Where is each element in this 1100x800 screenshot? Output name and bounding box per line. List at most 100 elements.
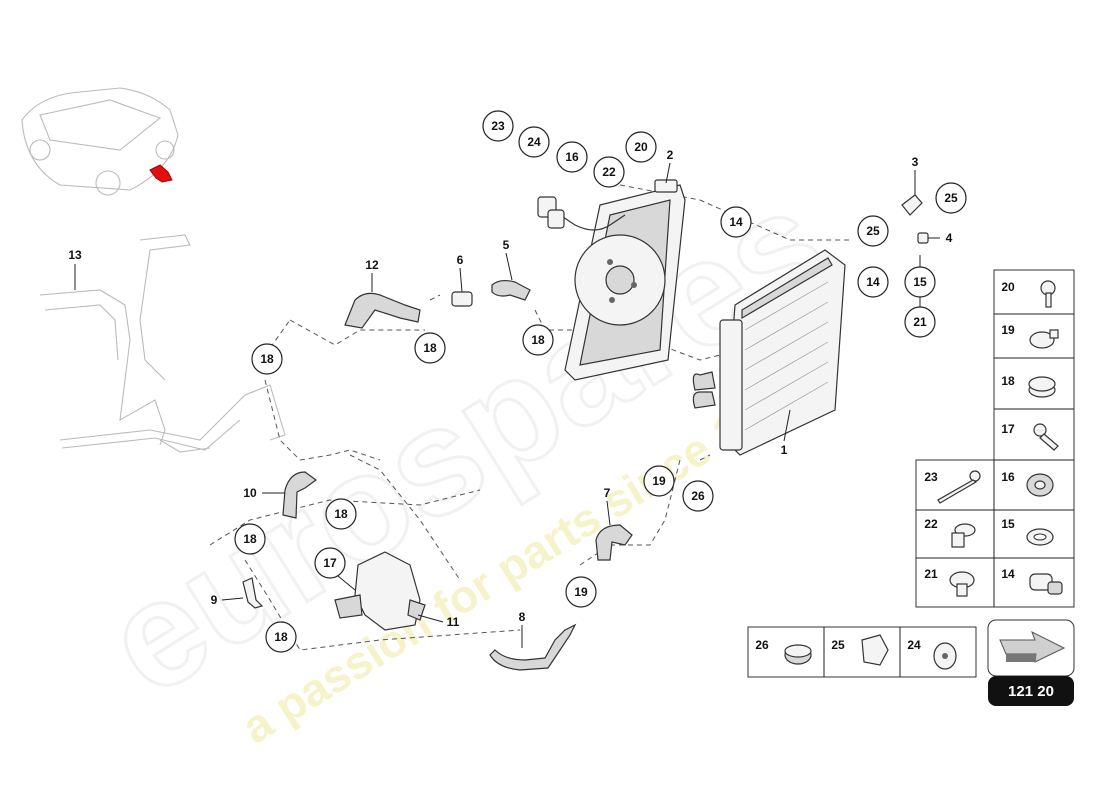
label-12: 12 (365, 258, 379, 272)
svg-text:18: 18 (531, 333, 545, 347)
label-11: 11 (447, 615, 460, 629)
hose-part-5 (491, 279, 531, 301)
callout-25-a: 25 (857, 215, 889, 247)
legend-23: 23 (924, 470, 938, 484)
callout-14-b: 14 (857, 266, 889, 298)
pump-part-11 (334, 551, 426, 631)
svg-text:20: 20 (634, 140, 648, 154)
hose-clamp-icon (1028, 376, 1056, 398)
label-7: 7 (604, 486, 611, 500)
fitting-icon (951, 523, 976, 548)
svg-text:18: 18 (334, 507, 348, 521)
bottom-legend-25: 25 (831, 638, 845, 652)
legend-21: 21 (924, 567, 938, 581)
svg-text:15: 15 (913, 275, 927, 289)
legend-20: 20 (1001, 280, 1015, 294)
svg-text:26: 26 (691, 489, 705, 503)
grommet-26-icon (784, 644, 812, 665)
legend-grid: 20 19 18 17 23 16 22 15 21 14 (915, 269, 1075, 608)
hose-part-10 (282, 471, 318, 519)
svg-text:23: 23 (491, 119, 505, 133)
highlighted-region (149, 164, 173, 183)
svg-text:24: 24 (527, 135, 541, 149)
svg-text:16: 16 (565, 150, 579, 164)
callout-16-top: 16 (556, 141, 588, 173)
label-6: 6 (457, 253, 464, 267)
svg-text:21: 21 (913, 315, 927, 329)
washer-24-icon (933, 642, 957, 670)
label-13: 13 (68, 248, 82, 262)
callout-24-top: 24 (518, 126, 550, 158)
callout-23-top: 23 (482, 110, 514, 142)
callout-15: 15 (904, 266, 936, 298)
svg-text:19: 19 (652, 474, 666, 488)
callout-25-b: 25 (935, 182, 967, 214)
callout-18-a: 18 (251, 343, 283, 375)
hose-part-7 (595, 524, 633, 561)
svg-text:25: 25 (944, 191, 958, 205)
callout-14-fan: 14 (720, 206, 752, 238)
bottom-legend: 26 25 24 (747, 626, 977, 678)
sensor-part-9 (242, 577, 264, 609)
callout-21: 21 (904, 306, 936, 338)
callout-26: 26 (682, 480, 714, 512)
legend-15: 15 (1001, 517, 1015, 531)
radiator-part-1 (692, 249, 846, 456)
page-number-badge: 121 20 (988, 676, 1074, 706)
callout-18-b: 18 (414, 332, 446, 364)
label-4: 4 (946, 231, 953, 245)
fitting-part-3 (901, 194, 923, 216)
watermark: eurospares a passion for parts since 198… (76, 155, 854, 754)
svg-text:22: 22 (602, 165, 616, 179)
callout-20-top: 20 (625, 131, 657, 163)
legend-16: 16 (1001, 470, 1015, 484)
legend-18: 18 (1001, 374, 1015, 388)
callout-18-c: 18 (522, 324, 554, 356)
callout-18-f: 18 (265, 621, 297, 653)
hose-part-12 (344, 292, 421, 329)
legend-14: 14 (1001, 567, 1015, 581)
clip-25-icon (861, 634, 889, 666)
label-5: 5 (503, 238, 510, 252)
legend-17: 17 (1001, 422, 1015, 436)
svg-text:18: 18 (243, 532, 257, 546)
label-10: 10 (243, 486, 257, 500)
sleeve-icon (1029, 573, 1063, 595)
bolt-icon (1040, 280, 1056, 308)
fitting-part-4 (917, 232, 929, 244)
svg-text:14: 14 (729, 215, 743, 229)
callout-18-e: 18 (234, 523, 266, 555)
connector-part-6 (451, 291, 473, 307)
svg-text:17: 17 (323, 556, 337, 570)
callout-19-a: 19 (643, 465, 675, 497)
callout-22-top: 22 (593, 156, 625, 188)
car-overview-illustration (21, 87, 179, 196)
bottom-legend-26: 26 (755, 638, 769, 652)
callout-19-b: 19 (565, 576, 597, 608)
svg-text:18: 18 (423, 341, 437, 355)
grommet-icon (1026, 473, 1054, 497)
label-1: 1 (781, 443, 788, 457)
cap-nut-icon (949, 571, 975, 597)
next-page-arrow-box[interactable] (987, 619, 1075, 677)
legend-19: 19 (1001, 323, 1015, 337)
hose-part-8 (489, 623, 577, 671)
callout-17: 17 (314, 547, 346, 579)
svg-text:25: 25 (866, 224, 880, 238)
callout-18-d: 18 (325, 498, 357, 530)
label-9: 9 (211, 593, 218, 607)
clamp-icon (1029, 329, 1059, 349)
seal-ring-icon (1026, 528, 1054, 546)
fan-shroud-part-2 (537, 179, 686, 381)
legend-22: 22 (924, 517, 938, 531)
label-3: 3 (912, 155, 919, 169)
long-bolt-icon (937, 470, 981, 504)
bottom-legend-24: 24 (907, 638, 921, 652)
svg-text:14: 14 (866, 275, 880, 289)
svg-text:18: 18 (260, 352, 274, 366)
screw-icon (1033, 423, 1059, 451)
label-2: 2 (667, 148, 674, 162)
pipe-assembly-13 (39, 234, 286, 453)
svg-text:18: 18 (274, 630, 288, 644)
